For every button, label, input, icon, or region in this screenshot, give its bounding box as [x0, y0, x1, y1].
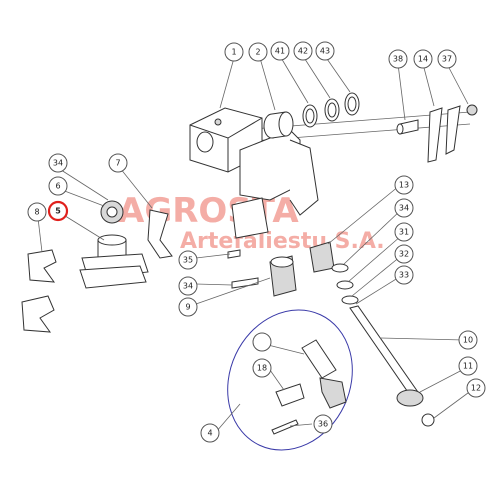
part-housing — [189, 107, 319, 216]
svg-text:2: 2 — [255, 48, 260, 57]
callout-34-center[interactable]: 34 — [178, 276, 198, 296]
svg-text:37: 37 — [442, 55, 452, 64]
svg-text:42: 42 — [298, 47, 308, 56]
callout-9[interactable]: 9 — [178, 297, 198, 317]
callout-33[interactable]: 33 — [394, 265, 414, 285]
svg-text:34: 34 — [399, 204, 409, 213]
svg-text:18: 18 — [257, 364, 267, 373]
callout-35[interactable]: 35 — [178, 250, 198, 270]
callout-18[interactable]: 18 — [252, 358, 272, 378]
svg-text:34: 34 — [53, 159, 63, 168]
rings-group — [302, 92, 360, 128]
callout-7[interactable]: 7 — [108, 153, 128, 173]
callout-38[interactable]: 38 — [388, 49, 408, 69]
svg-text:5: 5 — [55, 207, 61, 216]
right-side-parts — [309, 241, 435, 427]
callout-12[interactable]: 12 — [466, 378, 486, 398]
callout-8[interactable]: 8 — [27, 202, 47, 222]
callout-43[interactable]: 43 — [315, 41, 335, 61]
callout-4[interactable]: 4 — [200, 423, 220, 443]
svg-text:32: 32 — [399, 250, 409, 259]
svg-text:35: 35 — [183, 256, 193, 265]
svg-text:13: 13 — [399, 181, 409, 190]
callout-37[interactable]: 37 — [437, 49, 457, 69]
callout-2[interactable]: 2 — [248, 42, 268, 62]
callout-32[interactable]: 32 — [394, 244, 414, 264]
svg-text:43: 43 — [320, 47, 330, 56]
callout-5-highlighted[interactable]: 5 — [47, 200, 69, 222]
callout-42[interactable]: 42 — [293, 41, 313, 61]
group-outline — [227, 309, 353, 451]
callout-blank[interactable] — [252, 332, 272, 352]
callout-34-right[interactable]: 34 — [394, 198, 414, 218]
leader-lines — [37, 55, 473, 433]
svg-text:41: 41 — [275, 47, 285, 56]
svg-text:4: 4 — [207, 429, 212, 438]
callout-31[interactable]: 31 — [394, 222, 414, 242]
svg-text:34: 34 — [183, 282, 193, 291]
svg-text:10: 10 — [463, 336, 473, 345]
callout-34-top[interactable]: 34 — [48, 153, 68, 173]
callout-14[interactable]: 14 — [413, 49, 433, 69]
svg-text:8: 8 — [34, 208, 39, 217]
callout-36[interactable]: 36 — [313, 414, 333, 434]
svg-text:6: 6 — [55, 182, 60, 191]
callout-41[interactable]: 41 — [270, 41, 290, 61]
svg-text:33: 33 — [399, 271, 409, 280]
svg-text:31: 31 — [399, 228, 409, 237]
callout-10[interactable]: 10 — [458, 330, 478, 350]
callout-6[interactable]: 6 — [48, 176, 68, 196]
right-end-parts — [396, 104, 478, 163]
callout-11[interactable]: 11 — [458, 356, 478, 376]
svg-text:14: 14 — [418, 55, 428, 64]
svg-text:11: 11 — [463, 362, 473, 371]
group-4-assembly — [227, 309, 353, 451]
svg-text:7: 7 — [115, 159, 120, 168]
left-cluster — [21, 200, 173, 333]
callout-1[interactable]: 1 — [224, 42, 244, 62]
part-bushing — [263, 111, 294, 139]
svg-text:38: 38 — [393, 55, 403, 64]
svg-text:12: 12 — [471, 384, 481, 393]
svg-text:36: 36 — [318, 420, 328, 429]
svg-text:1: 1 — [231, 48, 236, 57]
svg-text:9: 9 — [185, 303, 190, 312]
center-parts — [227, 197, 297, 297]
watermark-line2: Artefaliestu S.A. — [180, 229, 385, 254]
callout-13[interactable]: 13 — [394, 175, 414, 195]
